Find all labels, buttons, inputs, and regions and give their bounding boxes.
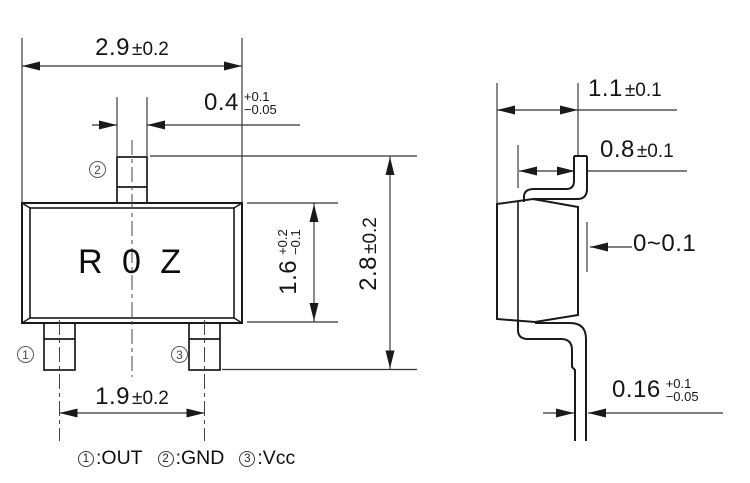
dim-lead-thickness-label: 0.16+0.1−0.05 — [612, 376, 699, 405]
pin-3-callout: 3 — [171, 346, 188, 363]
legend-item-gnd: 2:GND — [157, 447, 224, 470]
pin-legend: 1:OUT 2:GND 3:Vcc — [78, 447, 295, 470]
side-body-outline — [496, 197, 579, 324]
dim-body-height-label: 1.6+0.2−0.1 — [274, 229, 303, 295]
side-view-dimension-lines — [496, 83, 723, 418]
side-top-lead — [523, 155, 588, 202]
legend-item-out: 1:OUT — [78, 447, 143, 470]
front-view-centerlines — [59, 140, 205, 441]
package-marking: R 0 Z — [77, 243, 187, 281]
dim-overall-height-label: 2.8±0.2 — [355, 217, 382, 291]
dim-lead-protrusion-label: 0~0.1 — [633, 230, 697, 257]
dim-overall-thickness-label: 1.1±0.1 — [588, 75, 662, 102]
legend-item-vcc: 3:Vcc — [239, 447, 295, 470]
pin-1-callout: 1 — [17, 346, 34, 363]
dim-body-thickness-label: 0.8±0.1 — [600, 136, 674, 163]
dim-pin-pitch-label: 1.9±0.2 — [95, 383, 169, 410]
pin-2-callout: 2 — [89, 161, 106, 178]
dim-center-pin-width-label: 0.4+0.1−0.05 — [204, 89, 277, 118]
side-view-body — [496, 155, 588, 441]
dim-body-width-label: 2.9±0.2 — [95, 34, 169, 61]
side-bottom-lead — [517, 321, 587, 441]
front-view-dimension-lines — [21, 38, 417, 418]
